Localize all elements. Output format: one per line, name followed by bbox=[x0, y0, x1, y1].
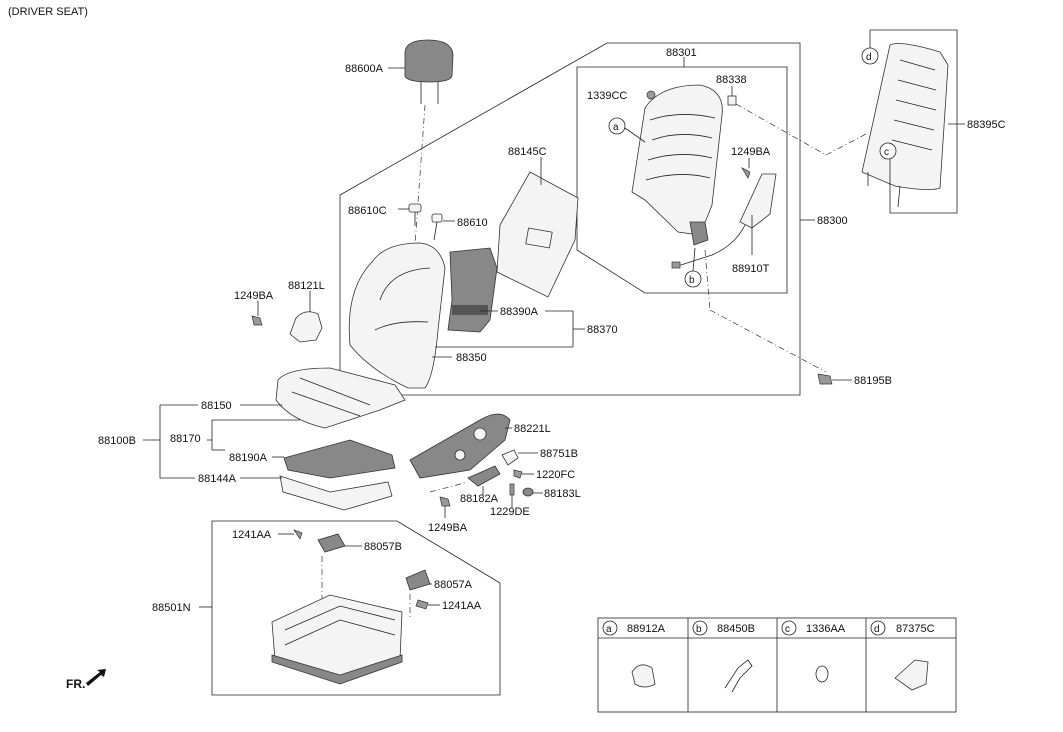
label-88390A: 88390A bbox=[500, 306, 539, 318]
label-88350: 88350 bbox=[456, 352, 487, 364]
seatback-assembly-frame bbox=[339, 42, 801, 396]
label-88121L: 88121L bbox=[288, 280, 325, 292]
label-88057A: 88057A bbox=[434, 579, 473, 591]
cap-88183L bbox=[522, 487, 534, 497]
svg-text:d: d bbox=[866, 52, 872, 63]
label-88150: 88150 bbox=[201, 400, 232, 412]
label-1249BA-left: 1249BA bbox=[234, 290, 274, 302]
label-1249BA-top: 1249BA bbox=[731, 146, 771, 158]
svg-text:c: c bbox=[884, 147, 889, 158]
label-88338: 88338 bbox=[716, 74, 747, 86]
bracket-88057A bbox=[405, 569, 431, 591]
label-1241AA-bottom: 1241AA bbox=[442, 600, 482, 612]
wire-clip-88450B-icon bbox=[724, 659, 753, 693]
bolt-1249BA-left bbox=[251, 315, 263, 326]
front-direction-label: FR. bbox=[66, 677, 85, 691]
legend-table: a 88912A b 88450B c 1336AA d 87375C bbox=[597, 617, 957, 713]
legend-item-d: d 87375C bbox=[870, 620, 935, 691]
label-88610C: 88610C bbox=[348, 205, 387, 217]
svg-text:d: d bbox=[874, 624, 880, 635]
label-88600A: 88600A bbox=[345, 63, 384, 75]
clip-88338 bbox=[727, 95, 737, 106]
svg-text:b: b bbox=[696, 624, 702, 635]
side-module bbox=[671, 173, 777, 269]
label-88057B: 88057B bbox=[364, 541, 402, 553]
label-88183L: 88183L bbox=[544, 488, 581, 500]
frame-box bbox=[576, 66, 788, 294]
label-88610: 88610 bbox=[457, 217, 488, 229]
label-88100B: 88100B bbox=[98, 435, 136, 447]
svg-text:a: a bbox=[606, 624, 612, 635]
headrest-guide-88610 bbox=[431, 213, 443, 241]
label-88370: 88370 bbox=[587, 324, 618, 336]
label-1339CC: 1339CC bbox=[587, 90, 627, 102]
back-board bbox=[496, 171, 579, 298]
callout-d bbox=[861, 47, 879, 65]
label-88910T: 88910T bbox=[732, 263, 770, 275]
label-88144A: 88144A bbox=[198, 473, 237, 485]
side-shield-88221L bbox=[409, 413, 511, 479]
seat-cushion-cover bbox=[275, 367, 406, 429]
svg-text:88912A: 88912A bbox=[627, 623, 666, 635]
front-arrow-icon bbox=[86, 669, 106, 686]
bolt-1249BA-bottom bbox=[439, 496, 451, 507]
seatback-cover bbox=[348, 242, 446, 389]
bolt-1241AA-bottom bbox=[415, 599, 429, 610]
label-88182A: 88182A bbox=[460, 493, 499, 505]
seatback-pad bbox=[447, 247, 498, 333]
svg-text:c: c bbox=[785, 624, 790, 635]
label-88501N: 88501N bbox=[152, 602, 191, 614]
label-88221L: 88221L bbox=[514, 423, 551, 435]
label-88145C: 88145C bbox=[508, 146, 547, 158]
seat-track-box bbox=[211, 520, 501, 696]
bolt-88195B bbox=[817, 373, 833, 385]
bolt-1241AA-top bbox=[293, 529, 303, 540]
bolt-1249BA-top bbox=[741, 167, 751, 179]
bracket-88057B bbox=[317, 533, 346, 553]
nut-1339CC bbox=[646, 90, 656, 100]
seat-cushion-panel bbox=[279, 475, 393, 511]
diagram-title: (DRIVER SEAT) bbox=[8, 6, 88, 18]
svg-text:87375C: 87375C bbox=[896, 623, 935, 635]
label-88195B: 88195B bbox=[854, 375, 892, 387]
label-88395C: 88395C bbox=[967, 119, 1006, 131]
clip-88912A-icon bbox=[631, 664, 656, 688]
back-cover-box bbox=[870, 29, 958, 214]
label-88301: 88301 bbox=[666, 47, 697, 59]
bracket-87375C-icon bbox=[894, 659, 929, 691]
seat-cushion-pad bbox=[283, 439, 396, 479]
label-1229DE: 1229DE bbox=[490, 506, 530, 518]
label-1249BA-bottom: 1249BA bbox=[428, 522, 468, 534]
back-cover bbox=[861, 43, 949, 208]
label-1220FC: 1220FC bbox=[536, 469, 575, 481]
lever-88182A bbox=[467, 465, 501, 487]
callout-a bbox=[608, 117, 626, 135]
label-88751B: 88751B bbox=[540, 448, 578, 460]
seat-frame bbox=[631, 84, 723, 246]
knob-88751B bbox=[501, 449, 519, 466]
svg-text:b: b bbox=[689, 275, 695, 286]
label-1241AA-top: 1241AA bbox=[232, 529, 272, 541]
legend-item-a: a 88912A bbox=[602, 620, 666, 688]
svg-text:1336AA: 1336AA bbox=[806, 623, 846, 635]
label-88170: 88170 bbox=[170, 433, 201, 445]
screw-1229DE bbox=[509, 483, 515, 496]
seat-track-assembly bbox=[271, 594, 403, 685]
headrest bbox=[404, 39, 454, 104]
screw-1220FC bbox=[513, 469, 523, 479]
svg-text:a: a bbox=[613, 122, 619, 133]
legend-item-b: b 88450B bbox=[692, 620, 755, 693]
label-88300: 88300 bbox=[817, 215, 848, 227]
svg-text:88450B: 88450B bbox=[717, 623, 755, 635]
legend-item-c: c 1336AA bbox=[781, 620, 846, 683]
label-88190A: 88190A bbox=[229, 452, 268, 464]
grommet-1336AA-icon bbox=[815, 665, 829, 683]
headrest-guide-88610C bbox=[408, 203, 422, 226]
side-cover-88121L bbox=[289, 311, 323, 343]
callout-c bbox=[879, 142, 897, 160]
